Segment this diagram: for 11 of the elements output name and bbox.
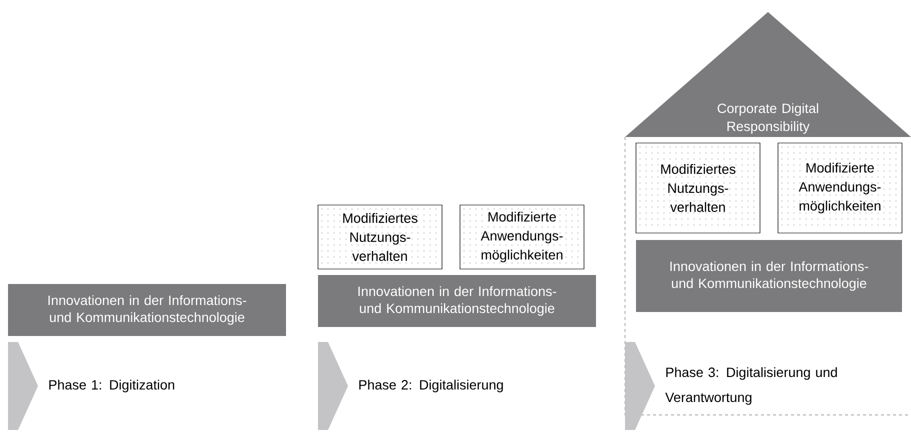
phase-label: Phase 3: Digitalisierung und Verantwortung bbox=[665, 367, 837, 405]
dotted-box: Modifiziertes Nutzungs- verhalten bbox=[318, 204, 442, 270]
technology-box: Innovationen in der Informations- und Kommunikationstechnologie bbox=[636, 240, 902, 312]
dotted-box: Modifiziertes Nutzungs- verhalten bbox=[636, 142, 760, 234]
phase-label: Phase 1: Digitization bbox=[49, 380, 174, 392]
technology-box: Innovationen in der Informations- und Kommunikationstechnologie bbox=[318, 275, 596, 327]
technology-box: Innovationen in der Informations- und Kommunikationstechnologie bbox=[8, 284, 286, 336]
roof-triangle: Corporate Digital Responsibility bbox=[625, 12, 911, 137]
dotted-box: Modifizierte Anwendungs- möglichkeiten bbox=[460, 204, 584, 270]
dotted-box: Modifizierte Anwendungs- möglichkeiten bbox=[778, 142, 902, 234]
phase-label: Phase 2: Digitalisierung bbox=[359, 380, 503, 392]
